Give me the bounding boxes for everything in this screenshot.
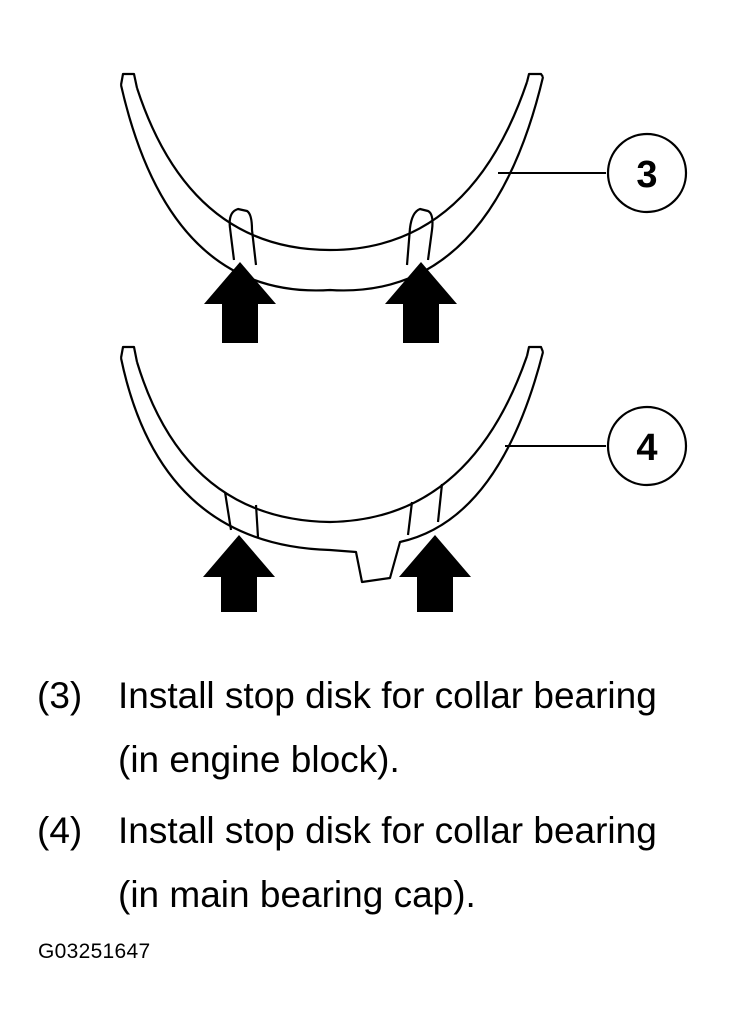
- up-arrow-icon: [204, 262, 276, 343]
- callout-3-label: 3: [636, 154, 657, 196]
- legend-text-line-2: (in main bearing cap).: [118, 874, 476, 915]
- legend-number: (3): [37, 675, 83, 716]
- figure-id: G03251647: [38, 940, 151, 963]
- lower-bearing-shell: [119, 345, 545, 584]
- up-arrow-icon: [399, 535, 471, 612]
- legend-text-line-1: Install stop disk for collar bearing: [118, 810, 657, 851]
- callout-4-label: 4: [636, 427, 657, 469]
- callout-4: 4: [505, 405, 688, 487]
- upper-bearing-shell: [119, 72, 545, 292]
- legend-text-line-1: Install stop disk for collar bearing: [118, 675, 657, 716]
- callout-3: 3: [498, 132, 688, 214]
- bearing-diagram: 3 4: [119, 72, 688, 612]
- up-arrow-icon: [385, 262, 457, 343]
- legend-text-line-2: (in engine block).: [118, 739, 400, 780]
- legend-number: (4): [37, 810, 83, 851]
- up-arrow-icon: [203, 535, 275, 612]
